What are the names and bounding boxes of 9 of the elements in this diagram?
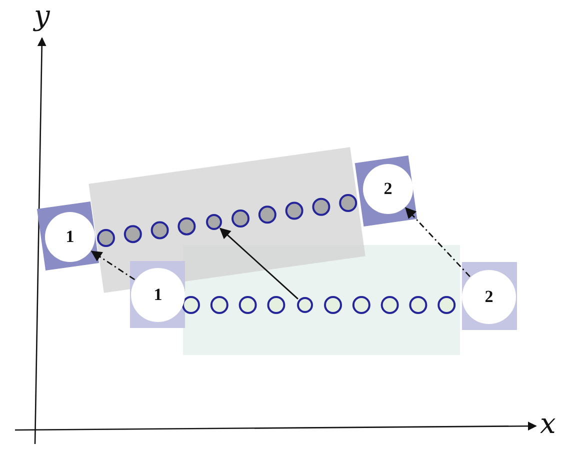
circle-number: 1 <box>154 285 162 305</box>
arrow <box>219 228 298 300</box>
circle-number: 2 <box>384 179 392 199</box>
axis-label: x <box>540 410 556 438</box>
axis-label: y <box>34 2 50 30</box>
circle-number: 1 <box>66 227 74 247</box>
dash-dot-arrow <box>90 250 135 280</box>
dash-dot-arrow <box>405 207 470 278</box>
circle-number: 2 <box>484 287 494 307</box>
